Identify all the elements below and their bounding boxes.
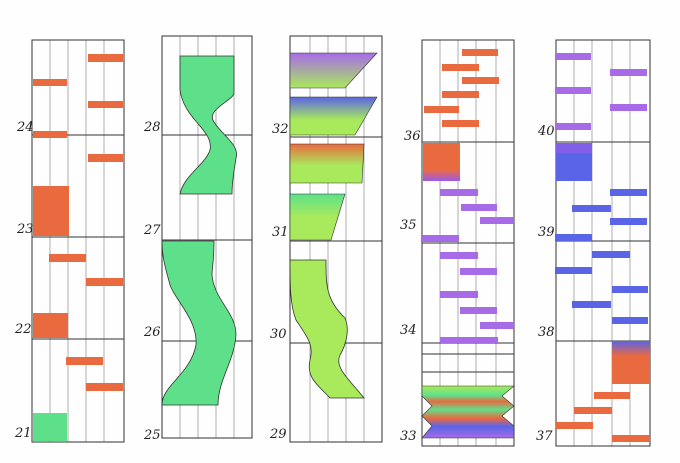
depth-label-23: 23	[16, 222, 34, 237]
depth-label-26: 26	[143, 325, 161, 340]
green-band-lower	[161, 240, 237, 406]
strip-column-5: 40 39 38 37	[536, 39, 651, 447]
depth-label-30: 30	[270, 327, 287, 342]
depth-label-36: 36	[404, 129, 421, 144]
depth-label-28: 28	[143, 120, 161, 135]
green-band-upper	[179, 55, 237, 195]
depth-label-31: 31	[272, 225, 289, 240]
depth-label-21: 21	[14, 426, 32, 441]
depth-label-37: 37	[536, 429, 553, 444]
depth-label-32: 32	[272, 122, 289, 137]
depth-label-22: 22	[14, 322, 32, 337]
depth-label-27: 27	[143, 223, 161, 238]
depth-label-35: 35	[400, 218, 417, 233]
depth-label-29: 29	[269, 427, 287, 442]
depth-label-38: 38	[538, 325, 555, 340]
depth-label-39: 39	[538, 225, 555, 240]
zigzag-band	[421, 385, 515, 439]
strip-column-4: 36 35 34 33	[400, 39, 515, 447]
depth-label-25: 25	[143, 428, 161, 443]
depth-label-40: 40	[537, 124, 555, 139]
orange-block	[612, 341, 650, 384]
depth-label-24: 24	[16, 120, 34, 135]
strip-column-3: 32 31 30 29	[269, 35, 383, 443]
strip-column-1: 24 23 22 21	[14, 39, 125, 443]
depth-label-34: 34	[400, 323, 417, 338]
strip-column-2: 28 27 26 25	[143, 35, 253, 443]
depth-label-33: 33	[400, 429, 417, 444]
